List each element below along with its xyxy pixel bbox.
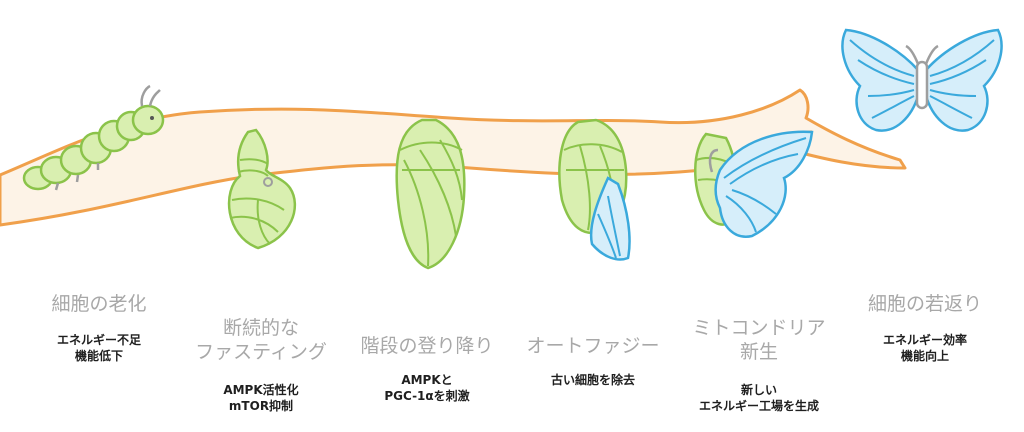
stage-autophagy: オートファジー 古い細胞を除去 xyxy=(498,334,688,388)
butterfly-emerging xyxy=(694,130,814,238)
stage-stairs: 階段の登り降り AMPKと PGC-1αを刺激 xyxy=(332,334,522,404)
chrysalis-emerging xyxy=(558,118,631,261)
stage-title: 断続的な ファスティング xyxy=(195,317,327,363)
stage-description-text: エネルギー不足 機能低下 xyxy=(56,333,141,363)
stage-cell-aging: 細胞の老化 エネルギー不足 機能低下 xyxy=(4,292,194,364)
butterfly-flying xyxy=(841,28,1003,132)
stage-title: 細胞の老化 xyxy=(51,293,147,315)
stage-title: ミトコンドリア 新生 xyxy=(692,317,826,363)
chrysalis xyxy=(395,118,466,270)
stage-description: AMPKと PGC-1αを刺激 xyxy=(384,373,470,403)
stage-description: 古い細胞を除去 xyxy=(550,373,635,387)
stage-description: AMPK活性化 mTOR抑制 xyxy=(223,383,299,413)
metamorphosis-illustration xyxy=(0,28,1003,270)
stage-title: 階段の登り降り xyxy=(360,335,494,357)
stage-description: エネルギー効率 機能向上 xyxy=(882,333,967,363)
stage-fasting: 断続的な ファスティング AMPK活性化 mTOR抑制 xyxy=(166,316,356,414)
stage-description: 新しい エネルギー工場を生成 xyxy=(698,383,819,413)
stage-mitochondria: ミトコンドリア 新生 新しい エネルギー工場を生成 xyxy=(664,316,854,414)
caterpillar xyxy=(22,84,165,191)
chrysalis-hanging xyxy=(227,128,297,250)
stage-rejuvenation: 細胞の若返り エネルギー効率 機能向上 xyxy=(830,292,1020,364)
stage-title: オートファジー xyxy=(526,335,660,357)
stage-title: 細胞の若返り xyxy=(867,293,982,315)
stage-description: エネルギー不足 機能低下 xyxy=(4,332,194,364)
